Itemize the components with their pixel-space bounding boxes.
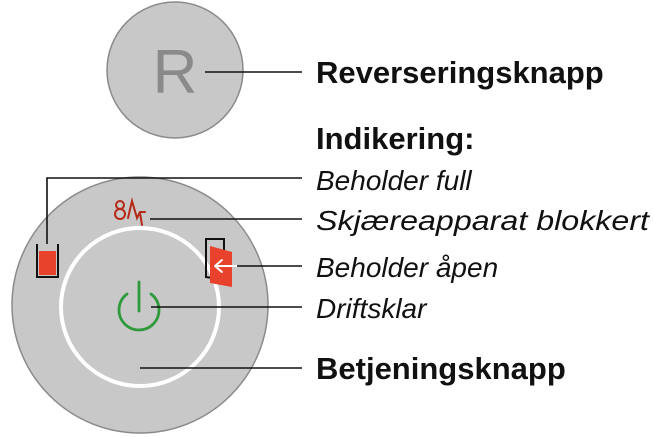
label-bin-open: Beholder åpen bbox=[316, 252, 498, 283]
reverse-button[interactable]: R bbox=[106, 1, 244, 139]
indicators-heading: Indikering: bbox=[316, 121, 474, 156]
reverse-button-label: Reverseringsknapp bbox=[316, 55, 604, 90]
bin-open-door-icon bbox=[205, 238, 238, 287]
operating-button-label: Betjeningsknapp bbox=[316, 351, 566, 386]
reverse-button-letter: R bbox=[153, 38, 198, 107]
bin-full-icon bbox=[36, 244, 59, 278]
leader-lines bbox=[46, 71, 302, 369]
label-cutter-blocked: Skjæreapparat blokkert bbox=[316, 205, 650, 236]
cutter-blocked-icon bbox=[114, 197, 146, 226]
leader-bin-full bbox=[46, 177, 302, 244]
label-bin-full: Beholder full bbox=[316, 165, 472, 196]
label-ready: Driftsklar bbox=[316, 293, 428, 324]
power-icon bbox=[117, 280, 161, 332]
